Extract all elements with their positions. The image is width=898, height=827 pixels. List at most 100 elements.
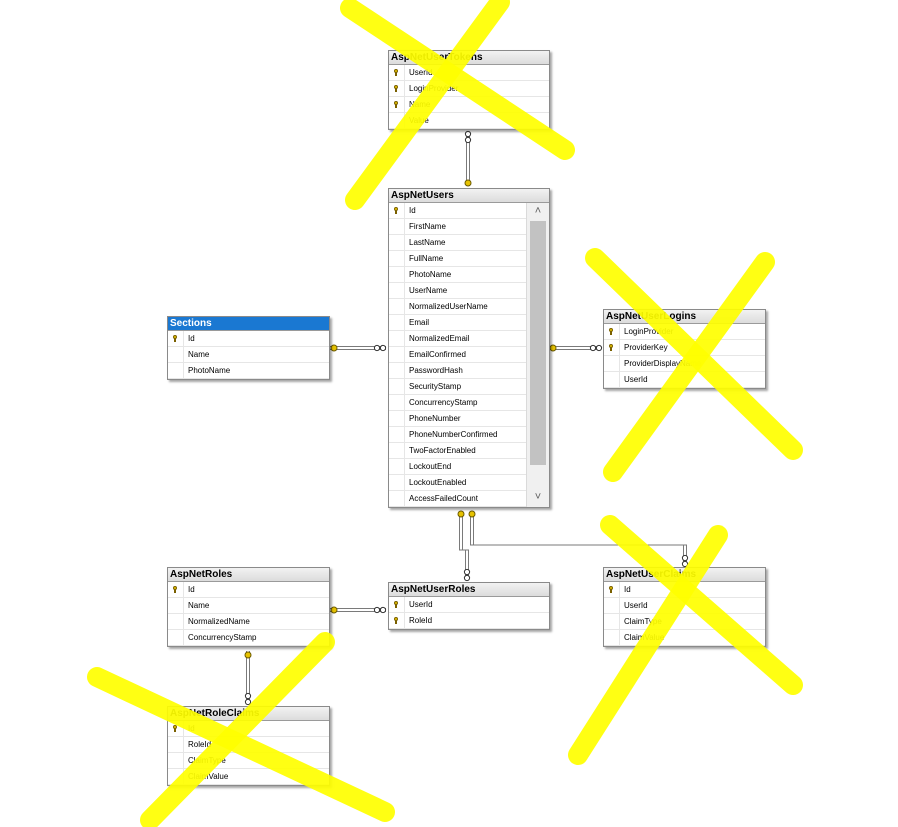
row-selector[interactable]	[389, 459, 405, 474]
row-selector[interactable]	[168, 614, 184, 629]
column-row[interactable]: EmailConfirmed	[389, 347, 527, 363]
column-row[interactable]: Name	[168, 598, 329, 614]
row-selector[interactable]	[604, 372, 620, 387]
column-row[interactable]: UserId	[389, 597, 549, 613]
scroll-up-icon[interactable]: ˄	[534, 205, 542, 217]
column-row[interactable]: NormalizedName	[168, 614, 329, 630]
column-row[interactable]: TwoFactorEnabled	[389, 443, 527, 459]
row-selector[interactable]	[168, 582, 184, 597]
row-selector[interactable]	[389, 299, 405, 314]
column-row[interactable]: FullName	[389, 251, 527, 267]
column-row[interactable]: ConcurrencyStamp	[168, 630, 329, 646]
column-row[interactable]: PhotoName	[168, 363, 329, 379]
highlighter-cross-aspnetuserlogins	[585, 248, 803, 482]
one-end-key-icon	[549, 344, 557, 352]
table-title[interactable]: AspNetUserRoles	[389, 583, 549, 597]
column-name: ConcurrencyStamp	[409, 398, 478, 407]
column-row[interactable]: Email	[389, 315, 527, 331]
row-selector[interactable]	[389, 597, 405, 612]
row-selector[interactable]	[604, 324, 620, 339]
row-selector[interactable]	[604, 356, 620, 371]
row-selector[interactable]	[168, 598, 184, 613]
row-selector[interactable]	[389, 395, 405, 410]
column-row[interactable]: Id	[168, 331, 329, 347]
row-selector[interactable]	[389, 283, 405, 298]
row-selector[interactable]	[389, 613, 405, 628]
column-row[interactable]: PhoneNumberConfirmed	[389, 427, 527, 443]
column-row[interactable]: Id	[168, 582, 329, 598]
column-row[interactable]: UserName	[389, 283, 527, 299]
column-row[interactable]: ConcurrencyStamp	[389, 395, 527, 411]
column-row[interactable]: LastName	[389, 235, 527, 251]
column-row[interactable]: PasswordHash	[389, 363, 527, 379]
column-row[interactable]: FirstName	[389, 219, 527, 235]
row-selector[interactable]	[168, 630, 184, 645]
row-selector[interactable]	[168, 331, 184, 346]
column-name: Id	[188, 334, 195, 343]
column-row[interactable]: LockoutEnabled	[389, 475, 527, 491]
row-selector[interactable]	[168, 347, 184, 362]
scroll-down-icon[interactable]: ˅	[534, 491, 542, 503]
row-selector[interactable]	[389, 235, 405, 250]
column-name: Id	[188, 585, 195, 594]
row-selector[interactable]	[389, 411, 405, 426]
row-selector[interactable]	[389, 331, 405, 346]
column-row[interactable]: ClaimType	[604, 614, 765, 630]
table-title[interactable]: AspNetRoles	[168, 568, 329, 582]
row-selector[interactable]	[604, 340, 620, 355]
row-selector[interactable]	[389, 427, 405, 442]
row-selector[interactable]	[389, 475, 405, 490]
row-selector[interactable]	[389, 443, 405, 458]
column-name: Name	[188, 350, 210, 359]
column-row[interactable]: RoleId	[389, 613, 549, 629]
column-row[interactable]: NormalizedUserName	[389, 299, 527, 315]
column-row[interactable]: NormalizedEmail	[389, 331, 527, 347]
one-end-key-icon	[330, 344, 338, 352]
column-row[interactable]: AccessFailedCount	[389, 491, 527, 507]
column-row[interactable]: PhoneNumber	[389, 411, 527, 427]
column-row[interactable]: Name	[168, 347, 329, 363]
row-selector[interactable]	[168, 753, 184, 768]
row-selector[interactable]	[389, 81, 405, 96]
column-row[interactable]: PhotoName	[389, 267, 527, 283]
row-selector[interactable]	[389, 379, 405, 394]
vertical-scrollbar[interactable]: ˄˅	[526, 203, 549, 507]
row-selector[interactable]	[604, 614, 620, 629]
primary-key-icon	[172, 725, 178, 732]
table-title[interactable]: AspNetUsers	[389, 189, 549, 203]
primary-key-icon	[393, 601, 399, 608]
row-selector[interactable]	[168, 363, 184, 378]
column-name: RoleId	[188, 740, 212, 749]
primary-key-icon	[608, 344, 614, 351]
row-selector[interactable]	[389, 97, 405, 112]
scroll-thumb[interactable]	[530, 221, 546, 465]
row-selector[interactable]	[389, 267, 405, 282]
column-name: Email	[409, 318, 430, 327]
row-selector[interactable]	[389, 65, 405, 80]
row-selector[interactable]	[168, 737, 184, 752]
row-selector[interactable]	[389, 347, 405, 362]
column-row[interactable]: SecurityStamp	[389, 379, 527, 395]
row-selector[interactable]	[389, 251, 405, 266]
table-title[interactable]: Sections	[168, 317, 329, 331]
row-selector[interactable]	[604, 630, 620, 645]
row-selector[interactable]	[604, 598, 620, 613]
row-selector[interactable]	[389, 363, 405, 378]
relationship-userroles-users[interactable]	[459, 512, 469, 580]
row-selector[interactable]	[389, 219, 405, 234]
row-selector[interactable]	[389, 491, 405, 506]
row-selector[interactable]	[604, 582, 620, 597]
column-row[interactable]: UserId	[604, 598, 765, 614]
row-selector[interactable]	[389, 315, 405, 330]
column-row[interactable]: LockoutEnd	[389, 459, 527, 475]
row-selector[interactable]	[389, 203, 405, 218]
column-row[interactable]: Id	[389, 203, 527, 219]
one-end-key-icon	[244, 651, 252, 659]
